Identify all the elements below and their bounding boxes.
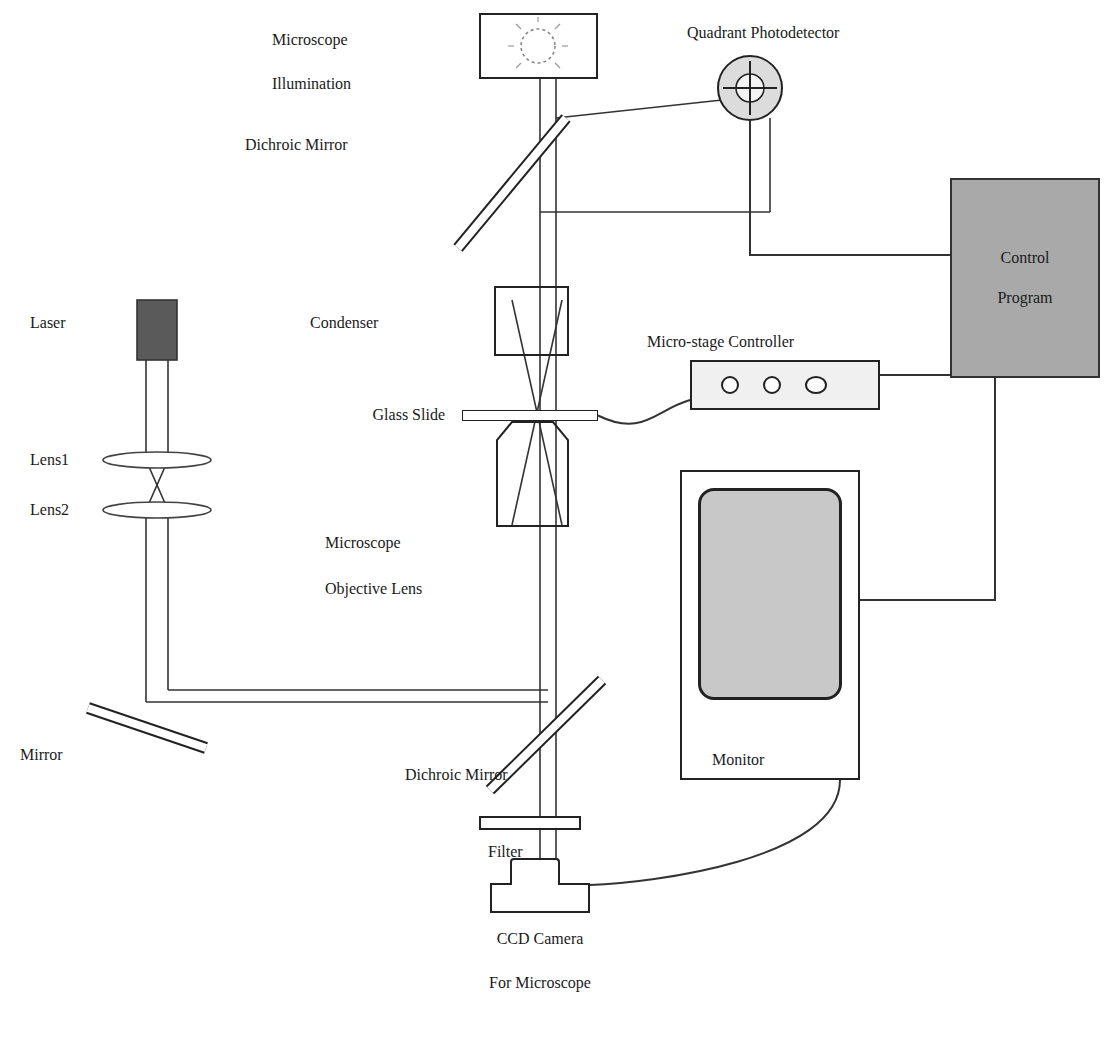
knob (764, 377, 780, 393)
photodetector-circle: Quadrant Photodetector (717, 55, 783, 121)
wire-connector (860, 378, 995, 600)
part-label: Mirror (20, 745, 63, 765)
controller-box: Micro-stage Controller (690, 360, 880, 410)
node-label: CCD Camera (497, 929, 584, 949)
wire-connector (598, 400, 690, 424)
control-box: Control Program (950, 178, 1100, 378)
part-label: Dichroic Mirror (245, 135, 348, 155)
node-label: Monitor (712, 750, 764, 770)
knob (806, 377, 826, 393)
part-label: Lens1 (30, 450, 69, 470)
part-label: Microscope Illumination (272, 18, 372, 106)
part-label: Microscope Objective Lens (325, 520, 465, 612)
part-label: Dichroic Mirror (405, 765, 508, 785)
monitor-box: Monitor (680, 470, 860, 780)
wire-connector (590, 780, 840, 885)
knob (722, 377, 738, 393)
camera-box: CCD CameraFor Microscope (490, 883, 590, 913)
node-label: Quadrant Photodetector (687, 23, 839, 43)
wire-connector (880, 374, 950, 376)
node-label: For Microscope (489, 973, 591, 993)
node-label: Control Program (980, 238, 1070, 318)
camera-head (510, 858, 560, 885)
quadrant-cross (719, 57, 781, 119)
glass-slide: Glass Slide (462, 410, 598, 421)
node-label: Micro-stage Controller (647, 332, 794, 352)
part-label: Laser (30, 313, 66, 333)
part-label: Lens2 (30, 500, 69, 520)
cross-line (723, 87, 777, 89)
wire-connector (750, 121, 950, 255)
knob-row (692, 362, 878, 408)
node-label: Glass Slide (373, 405, 445, 425)
monitor-screen (698, 488, 842, 700)
part-label: Condenser (310, 313, 378, 333)
